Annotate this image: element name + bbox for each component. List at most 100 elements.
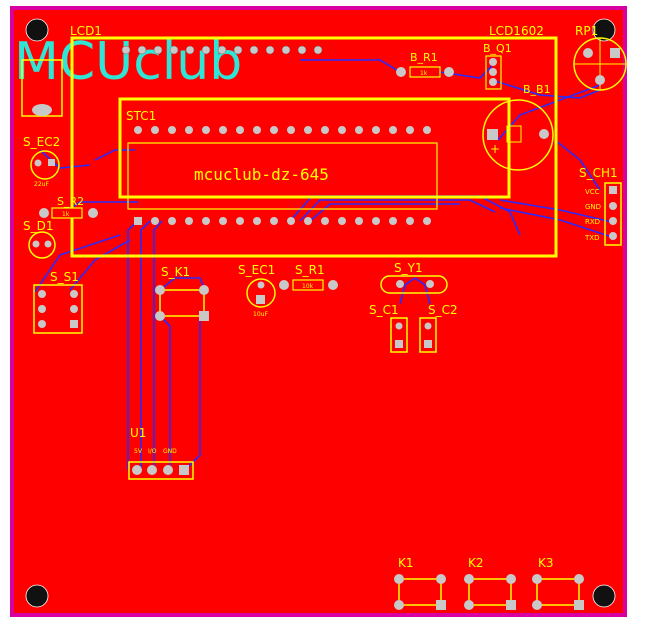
s-ec1-pad-2 [257, 281, 265, 289]
b-r1-value: 1k [420, 70, 428, 77]
lcd1602-outline [70, 36, 558, 258]
s-c1-pad-2 [395, 340, 403, 348]
s-r2-label: S_R2 [57, 195, 84, 208]
s-c2-pad-1 [424, 322, 432, 330]
u1-pin-io: I/O [148, 448, 157, 455]
u1-pin-gnd: GND [163, 448, 177, 455]
s-s1-pads [38, 290, 78, 328]
rp1-pad-2 [610, 48, 620, 58]
b-q1-pad-2 [489, 68, 497, 76]
s-c2-pad-2 [424, 340, 432, 348]
s-ch1-pad-4 [609, 232, 617, 240]
u1-pad-1 [132, 465, 142, 475]
s-k1-outline [159, 289, 205, 317]
s-ec2-outline [30, 150, 60, 180]
u1-pad-4 [179, 465, 189, 475]
copper-pour [14, 10, 623, 613]
k2-outline [468, 578, 512, 606]
lcd1602-label: LCD1602 [489, 24, 544, 38]
s-ch1-pad-2 [609, 202, 617, 210]
b-q1-pad-3 [489, 78, 497, 86]
b-r1-pad-2 [444, 67, 454, 77]
s-c1-pad-1 [395, 322, 403, 330]
u1-outline [128, 461, 194, 480]
mounting-hole-bottom-left [25, 584, 49, 608]
b-r1-body [409, 66, 441, 78]
b-q1-label: B_Q1 [483, 42, 512, 55]
stc1-top-pins [134, 126, 431, 134]
s-ch1-pin-gnd: GND [585, 203, 601, 211]
s-ch1-pin-rxd: RXD [585, 218, 600, 226]
s-r2-body [51, 207, 83, 219]
s-k1-pad-2 [199, 285, 209, 295]
b-r1-pad-1 [396, 67, 406, 77]
s-ec1-label: S_EC1 [238, 263, 275, 277]
s-ec1-outline [246, 278, 276, 308]
s-ec1-pad-1 [256, 295, 265, 304]
rp1-label: RP1 [575, 24, 598, 38]
s-ch1-pin-txd: TXD [584, 234, 599, 242]
s-k1-pad-3 [155, 311, 165, 321]
k3-outline [536, 578, 580, 606]
s-d1-pad-2 [44, 240, 52, 248]
s-s1-label: S_S1 [50, 270, 79, 284]
u1-pad-3 [163, 465, 173, 475]
stc1-bottom-pins [134, 217, 431, 225]
s-r2-pad-1 [39, 208, 49, 218]
s-k1-label: S_K1 [161, 265, 190, 279]
b-b1-label: B_B1 [523, 83, 551, 96]
u1-label: U1 [130, 426, 146, 440]
mounting-hole-top-right [592, 18, 616, 42]
s-k1-pad-4 [199, 311, 209, 321]
s-ec2-label: S_EC2 [23, 135, 60, 149]
s-c2-outline [419, 317, 437, 353]
k3-label: K3 [538, 556, 554, 570]
s-c1-outline [390, 317, 408, 353]
stc1-outline [118, 97, 511, 199]
s-ch1-pad-3 [609, 217, 617, 225]
power-jack-pad [32, 104, 52, 116]
rp1-pad-1 [583, 48, 593, 58]
b-q1-outline [485, 55, 502, 90]
s-y1-label: S_Y1 [394, 261, 423, 275]
s-ch1-outline [604, 182, 622, 246]
lcd1-label: LCD1 [70, 24, 102, 38]
s-s1-outline [33, 284, 83, 334]
mounting-holes [25, 18, 616, 608]
k1-label: K1 [398, 556, 414, 570]
b-q1-pad-1 [489, 58, 497, 66]
s-c1-label: S_C1 [369, 303, 399, 317]
b-b1-pad-2 [539, 129, 549, 139]
b-r1-label: B_R1 [410, 51, 438, 64]
brand-logo: MCUclub [14, 32, 242, 92]
s-r1-body [292, 279, 324, 291]
s-ch1-label: S_CH1 [579, 166, 618, 180]
s-y1-pad-2 [426, 280, 434, 288]
s-r1-label: S_R1 [295, 263, 325, 277]
s-r1-pad-2 [328, 280, 338, 290]
s-d1-outline [28, 231, 56, 259]
s-ch1-pin-vcc: VCC [585, 188, 600, 196]
b-b1-plus: + [490, 142, 500, 156]
rp1-pad-3 [595, 75, 605, 85]
u1-pad-2 [147, 465, 157, 475]
mounting-hole-top-left [25, 18, 49, 42]
s-ec1-value: 10uF [253, 311, 268, 318]
b-b1-pad-1 [487, 129, 498, 140]
lcd-header-pads [121, 45, 323, 55]
s-d1-label: S_D1 [23, 219, 54, 233]
s-y1-outline [380, 275, 448, 294]
s-d1-pad-1 [32, 240, 40, 248]
s-y1-pad-1 [396, 280, 404, 288]
stc1-body [127, 142, 438, 210]
s-ec2-value: 22uF [34, 181, 49, 188]
s-r1-pad-1 [279, 280, 289, 290]
stc1-label: STC1 [126, 109, 156, 123]
s-r2-pad-2 [88, 208, 98, 218]
project-label: mcuclub-dz-645 [194, 165, 329, 184]
s-k1-pad-1 [155, 285, 165, 295]
s-r1-value: 10k [302, 283, 314, 290]
s-r2-value: 1k [62, 211, 70, 218]
u1-pin-5v: 5V [134, 448, 143, 455]
